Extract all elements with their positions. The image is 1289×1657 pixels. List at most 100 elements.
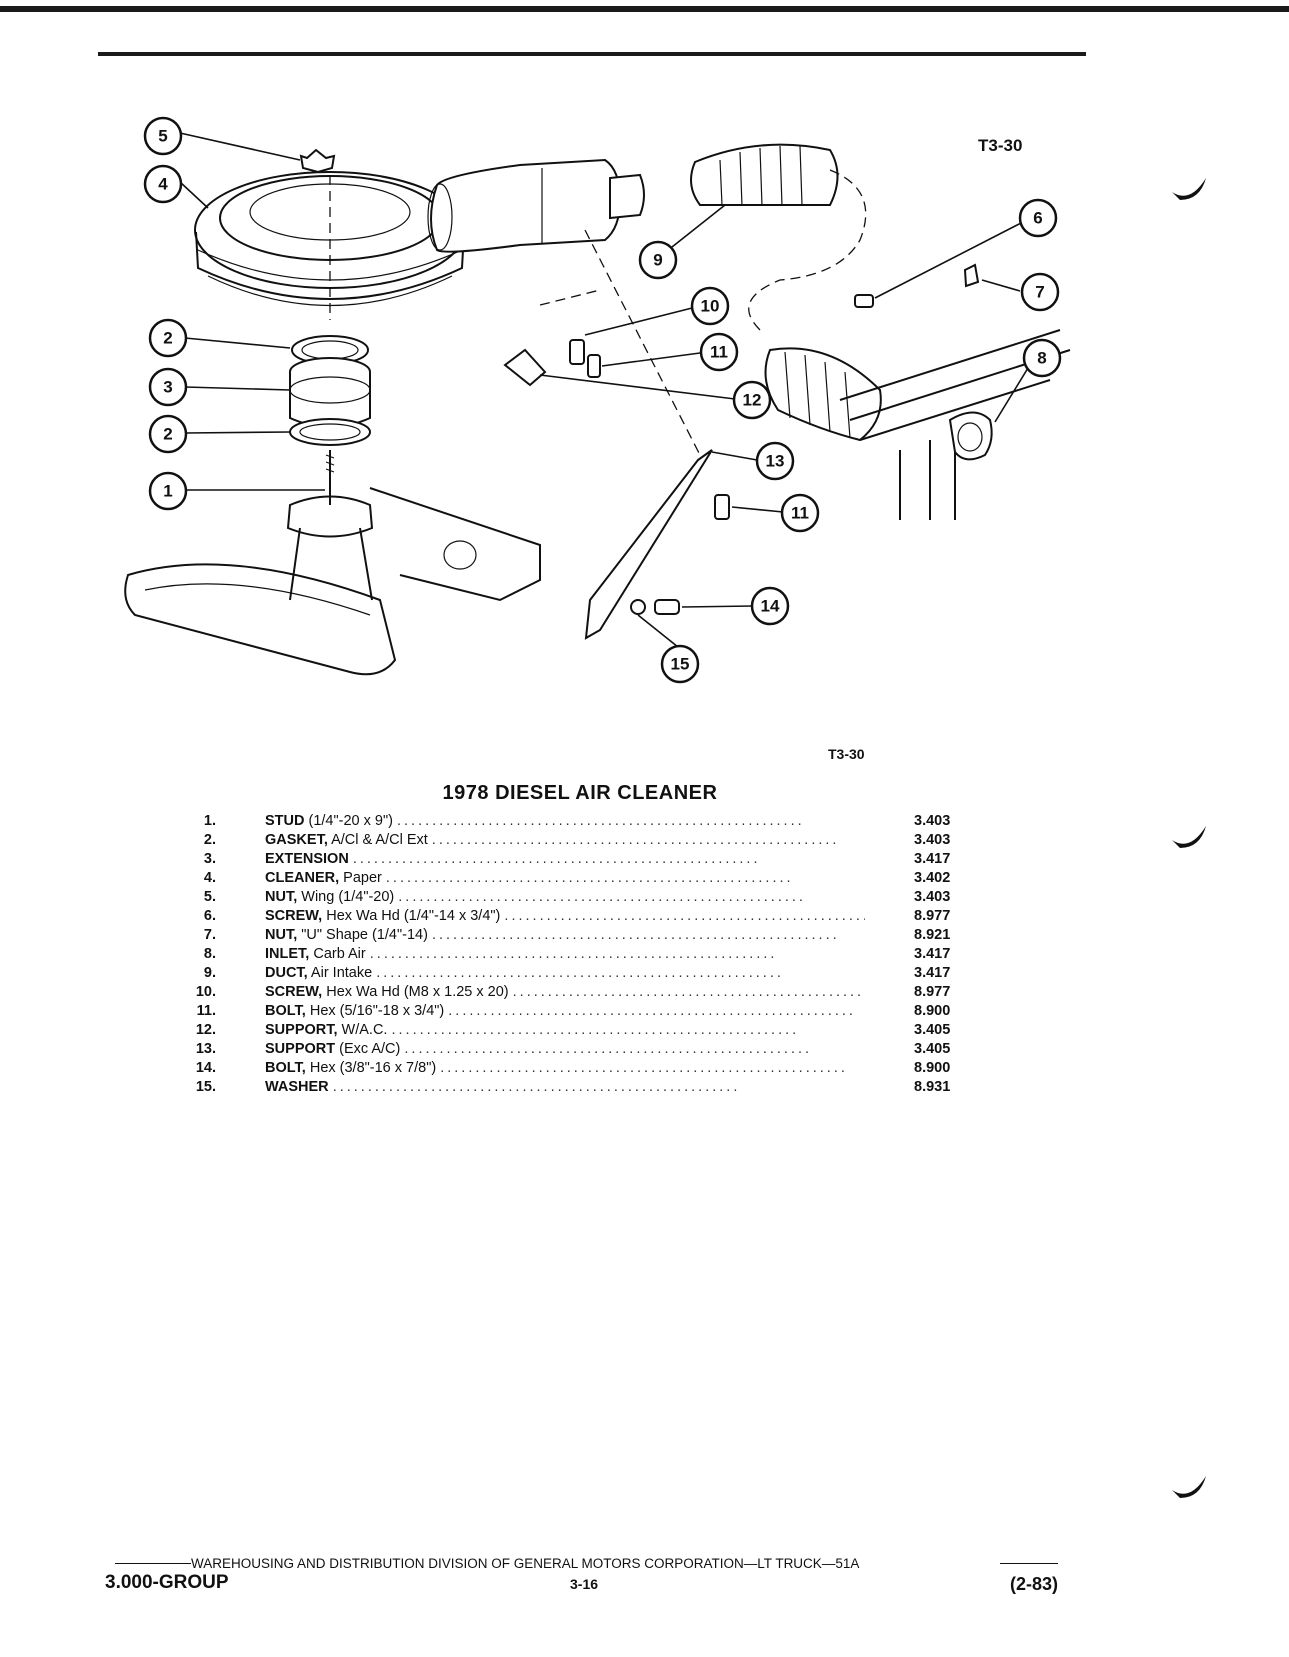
part-description: BOLT, Hex (3/8"-16 x 7/8") .............…	[265, 1060, 848, 1076]
part-description: EXTENSION ..............................…	[265, 851, 761, 867]
wing-nut	[299, 148, 336, 320]
part-detail: "U" Shape (1/4"-14)	[297, 927, 428, 943]
part-detail: Hex Wa Hd (1/4"-14 x 3/4")	[322, 908, 501, 924]
callout-2-upper: 2	[148, 318, 188, 358]
part-number: 14.	[195, 1060, 216, 1076]
callout-6: 6	[1018, 198, 1058, 238]
svg-text:3: 3	[163, 378, 172, 397]
figure-tag-bottom: T3-30	[828, 746, 865, 762]
part-detail: Carb Air	[309, 946, 366, 962]
part-detail: Hex (5/16"-18 x 3/4")	[305, 1003, 445, 1019]
part-row: 6. SCREW, Hex Wa Hd (1/4"-14 x 3/4") ...…	[0, 908, 1289, 927]
footer-page-number: 3-16	[570, 1576, 599, 1592]
top-border-rule	[0, 6, 1289, 12]
part-group-ref: 8.931	[914, 1079, 951, 1095]
extension	[289, 357, 371, 428]
callout-8: 8	[1022, 338, 1062, 378]
part-description: GASKET, A/Cl & A/Cl Ext ................…	[265, 832, 840, 848]
part-row: 8. INLET, Carb Air .....................…	[0, 946, 1289, 965]
part-detail: (Exc A/C)	[335, 1041, 401, 1057]
part-number: 7.	[203, 927, 216, 943]
part-group-ref: 3.402	[914, 870, 951, 886]
part-detail: Paper	[339, 870, 382, 886]
part-detail: W/A.C.	[337, 1022, 388, 1038]
svg-text:2: 2	[163, 425, 172, 444]
part-row: 9. DUCT, Air Intake ....................…	[0, 965, 1289, 984]
part-name: INLET,	[265, 946, 310, 962]
callout-leaders	[179, 132, 1029, 648]
binder-hole-mark-middle	[1172, 826, 1206, 848]
part-group-ref: 8.977	[914, 984, 951, 1000]
callout-15: 15	[660, 644, 700, 684]
svg-text:13: 13	[766, 452, 785, 471]
part-group-ref: 3.403	[914, 813, 951, 829]
part-name: NUT,	[265, 889, 298, 905]
part-description: CLEANER, Paper .........................…	[265, 870, 794, 886]
part-number: 10.	[195, 984, 216, 1000]
parts-list-title: 1978 DIESEL AIR CLEANER	[442, 782, 718, 804]
svg-text:14: 14	[761, 597, 780, 616]
callout-9: 9	[638, 240, 678, 280]
part-number: 15.	[195, 1079, 216, 1095]
callout-13: 13	[755, 441, 795, 481]
engine-intake	[124, 487, 541, 676]
part-row: 4. CLEANER, Paper ......................…	[0, 870, 1289, 889]
callout-4: 4	[143, 164, 183, 204]
part-detail: Wing (1/4"-20)	[297, 889, 395, 905]
part-row: 15. WASHER .............................…	[0, 1079, 1289, 1098]
part-name: DUCT,	[265, 965, 308, 981]
svg-text:7: 7	[1035, 283, 1044, 302]
part-group-ref: 8.977	[914, 908, 951, 924]
part-name: SCREW,	[265, 908, 323, 924]
part-name: CLEANER,	[265, 870, 340, 886]
part-group-ref: 3.417	[914, 946, 951, 962]
callout-11-upper: 11	[699, 332, 739, 372]
part-name: WASHER	[265, 1079, 329, 1095]
svg-text:2: 2	[163, 329, 172, 348]
part-group-ref: 8.900	[914, 1003, 951, 1019]
footer-division-line: WAREHOUSING AND DISTRIBUTION DIVISION OF…	[191, 1556, 860, 1571]
part-detail: Hex (3/8"-16 x 7/8")	[305, 1060, 437, 1076]
part-number: 2.	[203, 832, 216, 848]
svg-text:4: 4	[158, 175, 168, 194]
part-number: 8.	[203, 946, 216, 962]
part-group-ref: 3.403	[914, 889, 951, 905]
part-group-ref: 3.403	[914, 832, 951, 848]
part-name: EXTENSION	[265, 851, 349, 867]
exploded-parts-diagram: 5 4 2 3 2 1 9 10 11 12 13 11 14 15 6 7 8	[124, 116, 1071, 684]
part-description: STUD (1/4"-20 x 9") ....................…	[265, 813, 805, 829]
part-name: NUT,	[265, 927, 298, 943]
part-row: 10. SCREW, Hex Wa Hd (M8 x 1.25 x 20) ..…	[0, 984, 1289, 1003]
svg-text:12: 12	[743, 391, 762, 410]
svg-text:5: 5	[158, 127, 167, 146]
part-description: BOLT, Hex (5/16"-18 x 3/4") ............…	[265, 1003, 856, 1019]
part-group-ref: 3.417	[914, 965, 951, 981]
part-name: SUPPORT,	[265, 1022, 338, 1038]
svg-text:10: 10	[701, 297, 720, 316]
part-description: SUPPORT, W/A.C. ........................…	[265, 1022, 800, 1038]
part-number: 3.	[203, 851, 216, 867]
part-description: WASHER .................................…	[265, 1079, 741, 1095]
part-number: 9.	[203, 965, 216, 981]
part-description: SCREW, Hex Wa Hd (1/4"-14 x 3/4") ......…	[265, 908, 865, 924]
callout-7: 7	[1020, 272, 1060, 312]
part-description: NUT, Wing (1/4"-20) ....................…	[265, 889, 806, 905]
part-detail: (1/4"-20 x 9")	[304, 813, 393, 829]
part-description: DUCT, Air Intake .......................…	[265, 965, 784, 981]
callout-11-lower: 11	[780, 493, 820, 533]
part-name: SCREW,	[265, 984, 323, 1000]
part-row: 3. EXTENSION ...........................…	[0, 851, 1289, 870]
part-detail: Air Intake	[307, 965, 373, 981]
part-detail: A/Cl & A/Cl Ext	[327, 832, 428, 848]
callout-1: 1	[148, 471, 188, 511]
part-row: 7. NUT, "U" Shape (1/4"-14) ............…	[0, 927, 1289, 946]
part-name: STUD	[265, 813, 305, 829]
part-number: 1.	[203, 813, 216, 829]
svg-text:15: 15	[671, 655, 690, 674]
part-row: 2. GASKET, A/Cl & A/Cl Ext .............…	[0, 832, 1289, 851]
svg-text:9: 9	[653, 251, 662, 270]
callout-3: 3	[148, 367, 188, 407]
part-row: 1. STUD (1/4"-20 x 9") .................…	[0, 813, 1289, 832]
callout-10: 10	[690, 286, 730, 326]
part-row: 5. NUT, Wing (1/4"-20) .................…	[0, 889, 1289, 908]
